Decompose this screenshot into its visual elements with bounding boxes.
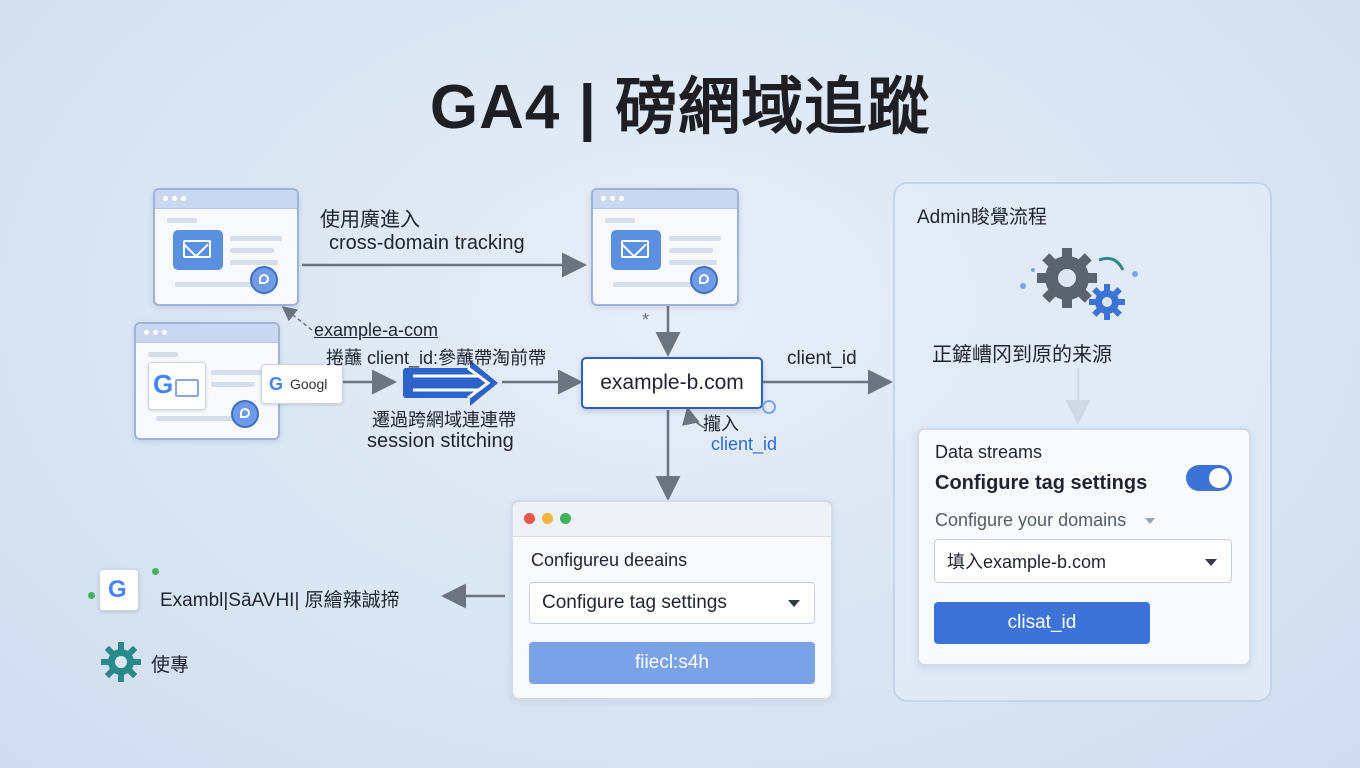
- green-dot-icon: [152, 568, 159, 575]
- client-id-button[interactable]: clisat_id: [934, 602, 1150, 644]
- minimize-dot-icon[interactable]: [542, 513, 553, 524]
- gear-icon: [101, 642, 141, 682]
- label-domain-a: example-a-com: [314, 320, 439, 340]
- label-cross-domain: cross-domain tracking: [329, 232, 525, 254]
- email-icon: [611, 230, 661, 270]
- browser-window-top-right: [591, 188, 739, 306]
- label-asterisk: *: [642, 310, 650, 330]
- google-logo-icon: G: [99, 569, 139, 611]
- green-dot-icon: [88, 592, 95, 599]
- config-tag-select[interactable]: Configure tag settings: [529, 582, 815, 624]
- config-window-heading: Configureu deeains: [531, 550, 688, 570]
- label-use-entry: 使用廣進入: [320, 209, 420, 231]
- data-streams-card: Data streams Configure tag settings Conf…: [917, 428, 1251, 666]
- label-gear-text: 使專: [151, 655, 190, 676]
- settings-gears-icon: [1020, 248, 1138, 320]
- label-session-stitching: session stitching: [367, 430, 514, 452]
- admin-description: 正鏟嶆冈到原的来源: [932, 344, 1112, 366]
- google-chip: G Googl: [261, 364, 343, 404]
- tracking-badge-icon: [250, 266, 278, 294]
- maximize-dot-icon[interactable]: [560, 513, 571, 524]
- configure-tag-label: Configure tag settings: [935, 472, 1148, 494]
- domain-b-box: example-b.com: [581, 357, 763, 409]
- close-dot-icon[interactable]: [524, 513, 535, 524]
- chevron-down-icon: [1145, 518, 1155, 524]
- browser-window-top-left: [153, 188, 299, 306]
- admin-heading: Admin睃覺流程: [917, 207, 1047, 228]
- chevron-down-icon: [1205, 559, 1217, 566]
- tracking-badge-icon: [231, 400, 259, 428]
- label-join: 攏入: [703, 414, 739, 434]
- data-streams-label: Data streams: [935, 442, 1043, 462]
- configure-domains-label: Configure your domains: [935, 510, 1127, 530]
- browser-window-google: G: [134, 322, 280, 440]
- config-apply-button[interactable]: fiiecl:s4h: [529, 642, 815, 684]
- configure-tag-toggle[interactable]: [1186, 465, 1232, 491]
- page-title: GA4 | 磅網域追蹤: [429, 73, 931, 142]
- google-g-icon: G: [269, 374, 284, 394]
- arrow-join: [682, 406, 706, 429]
- session-stitch-arrow-icon: [403, 360, 498, 406]
- config-window-titlebar: [513, 502, 831, 537]
- chevron-down-icon: [788, 600, 800, 607]
- label-join-client-id: client_id: [711, 434, 778, 454]
- label-client-id-param: 捲蘸 client_id:參蘸帶淘前帶: [326, 348, 547, 368]
- label-example-text: Exambl|SāAVHI| 原繪辣誠揥: [160, 590, 400, 611]
- label-stitch-cn: 遷過跨網域連連帶: [372, 410, 516, 430]
- google-mail-icon: G: [148, 362, 206, 410]
- domain-input[interactable]: 填入example-b.com: [934, 539, 1232, 583]
- label-client-id-arrow: client_id: [787, 348, 857, 369]
- arrow-dashed: [281, 306, 313, 331]
- check-icon: [762, 400, 776, 414]
- email-icon: [173, 230, 223, 270]
- config-window: Configureu deeains Configure tag setting…: [511, 500, 833, 700]
- tracking-badge-icon: [690, 266, 718, 294]
